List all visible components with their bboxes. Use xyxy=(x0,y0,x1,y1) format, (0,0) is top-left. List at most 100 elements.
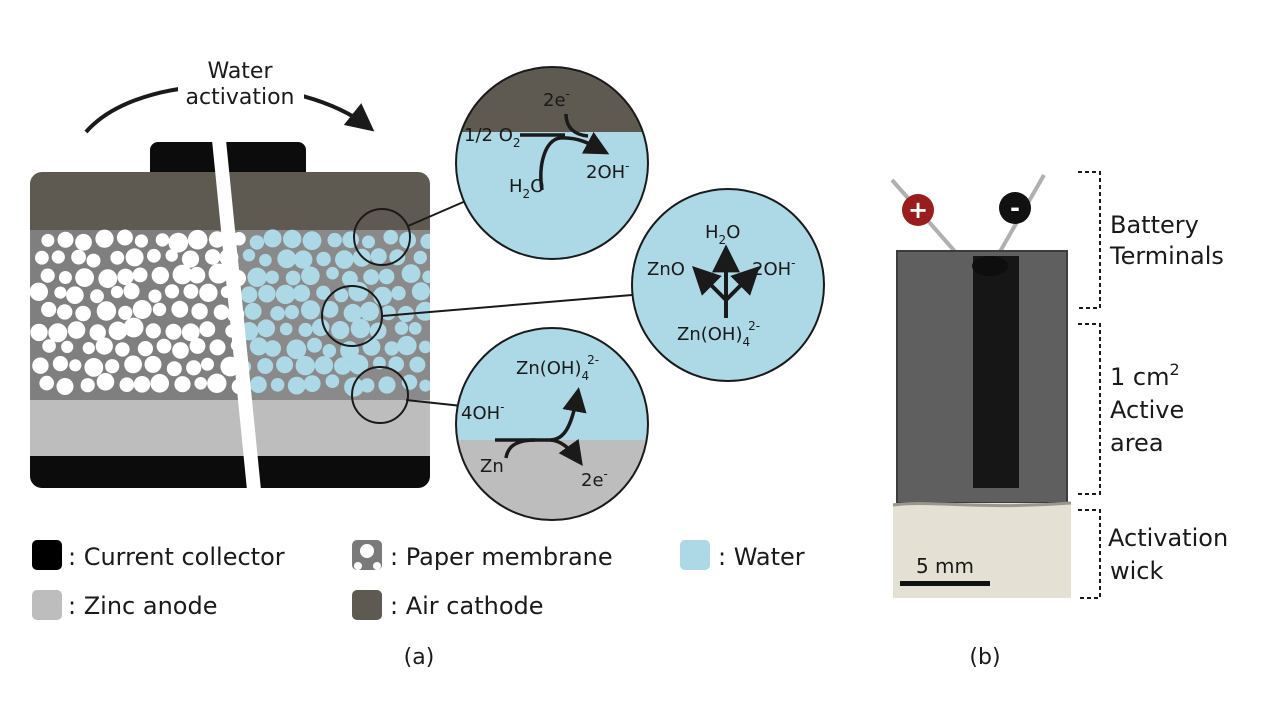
anode-zincate: Zn(OH)42- xyxy=(516,353,599,383)
fiber-pore xyxy=(199,321,216,338)
fiber-pore xyxy=(41,301,57,318)
zoom-ring-cathode xyxy=(353,208,411,266)
fiber-pore xyxy=(294,250,313,269)
fiber-pore xyxy=(147,248,161,263)
fiber-pore xyxy=(247,267,267,287)
fiber-pore xyxy=(307,337,322,353)
terminals-label-line1: Battery xyxy=(1110,211,1199,239)
fiber-pore xyxy=(186,360,202,376)
fiber-pore xyxy=(41,233,55,247)
fiber-pore xyxy=(110,285,124,299)
fiber-pore xyxy=(30,282,48,301)
cathode-oxygen: 1/2 O2 xyxy=(464,125,521,150)
fiber-pore xyxy=(240,286,258,304)
water-activation-arrow: Water activation xyxy=(84,58,375,134)
fiber-pore xyxy=(172,264,193,285)
fiber-pore xyxy=(348,281,369,302)
fiber-pore xyxy=(279,322,293,336)
zoom-indicators xyxy=(321,199,633,424)
fiber-pore xyxy=(123,317,144,338)
fiber-pore xyxy=(286,339,307,360)
legend-swatch-zinc-anode xyxy=(32,590,62,620)
fiber-pore xyxy=(419,379,430,392)
fiber-pore xyxy=(75,268,94,287)
legend-label-water: : Water xyxy=(718,543,805,571)
fiber-pore xyxy=(165,323,182,340)
fiber-pore xyxy=(277,249,297,269)
fiber-pore xyxy=(165,249,178,262)
fiber-pore xyxy=(117,268,134,285)
fiber-pore xyxy=(189,338,206,354)
fiber-pore xyxy=(384,341,399,356)
cathode-hydroxide: 2OH- xyxy=(586,159,630,183)
fiber-pore xyxy=(316,251,331,267)
fiber-pore xyxy=(67,321,86,339)
fiber-pore xyxy=(342,270,358,287)
fiber-pore xyxy=(389,249,406,266)
bracket-terminals xyxy=(1078,171,1101,309)
fiber-pore xyxy=(137,341,153,357)
fiber-pore xyxy=(51,250,65,264)
legend-label-paper-membrane: : Paper membrane xyxy=(390,543,613,571)
fiber-pore xyxy=(276,356,294,374)
fiber-pore xyxy=(213,304,230,320)
fiber-pore xyxy=(292,284,311,302)
fiber-pore xyxy=(150,374,169,393)
fiber-pore xyxy=(40,268,55,283)
fiber-pore xyxy=(57,231,74,248)
fiber-pore xyxy=(208,231,226,248)
fiber-pore xyxy=(145,323,161,339)
fiber-pore xyxy=(350,318,371,339)
membrane-reaction-zoom: H2O ZnO 2OH- Zn(OH)42- xyxy=(631,188,825,382)
fiber-pore xyxy=(362,235,375,249)
fiber-pore xyxy=(360,378,375,393)
battery-photo: + - 5 mm xyxy=(890,170,1074,598)
membrane-hydroxide: 2OH- xyxy=(752,256,796,280)
legend-swatch-air-cathode xyxy=(352,590,382,620)
fiber-pore xyxy=(342,231,360,248)
legend: : Current collector : Paper membrane : W… xyxy=(32,540,805,620)
fiber-pore xyxy=(144,355,162,373)
fiber-pore xyxy=(42,339,56,353)
fiber-pore xyxy=(96,301,117,321)
fiber-pore xyxy=(242,249,256,262)
fiber-pore xyxy=(188,266,206,284)
fiber-pore xyxy=(415,301,430,321)
fiber-pore xyxy=(363,269,379,285)
anode-zinc: Zn xyxy=(480,456,504,477)
cathode-reaction-zoom: 2e- 1/2 O2 H2O 2OH- xyxy=(455,66,649,260)
fiber-pore xyxy=(108,321,128,341)
fiber-pore xyxy=(66,286,84,305)
fiber-pore xyxy=(399,231,416,249)
cathode-electron: 2e- xyxy=(543,87,570,111)
fiber-pore xyxy=(244,302,262,320)
fiber-pore xyxy=(86,253,101,268)
anode-hydroxide: 4OH- xyxy=(461,400,505,424)
fiber-pore xyxy=(204,249,221,265)
zoom-line-cathode xyxy=(407,199,469,227)
fiber-pore xyxy=(270,306,285,321)
legend-swatch-current-collector xyxy=(32,540,62,570)
fiber-pore xyxy=(151,266,169,285)
legend-label-current-collector: : Current collector xyxy=(68,543,285,571)
fiber-pore xyxy=(409,356,426,373)
terminals-label-line2: Terminals xyxy=(1109,242,1224,270)
fiber-pore xyxy=(30,323,48,342)
fiber-pore xyxy=(334,288,349,303)
negative-terminal-label: - xyxy=(1010,194,1020,222)
bottom-current-collector xyxy=(30,456,430,488)
fiber-pore xyxy=(259,253,272,267)
fiber-pore xyxy=(166,361,182,377)
fiber-pore xyxy=(187,229,208,250)
fiber-pore xyxy=(408,322,422,335)
fiber-pore xyxy=(334,357,352,375)
wick-label-line2: wick xyxy=(1110,557,1163,585)
fiber-pore xyxy=(378,268,395,285)
fiber-pore xyxy=(312,318,330,337)
zoom-ring-anode xyxy=(351,366,409,424)
fiber-pore xyxy=(56,378,74,395)
fiber-pore xyxy=(69,359,82,372)
fiber-pore xyxy=(191,303,208,320)
fiber-pore xyxy=(348,354,369,375)
